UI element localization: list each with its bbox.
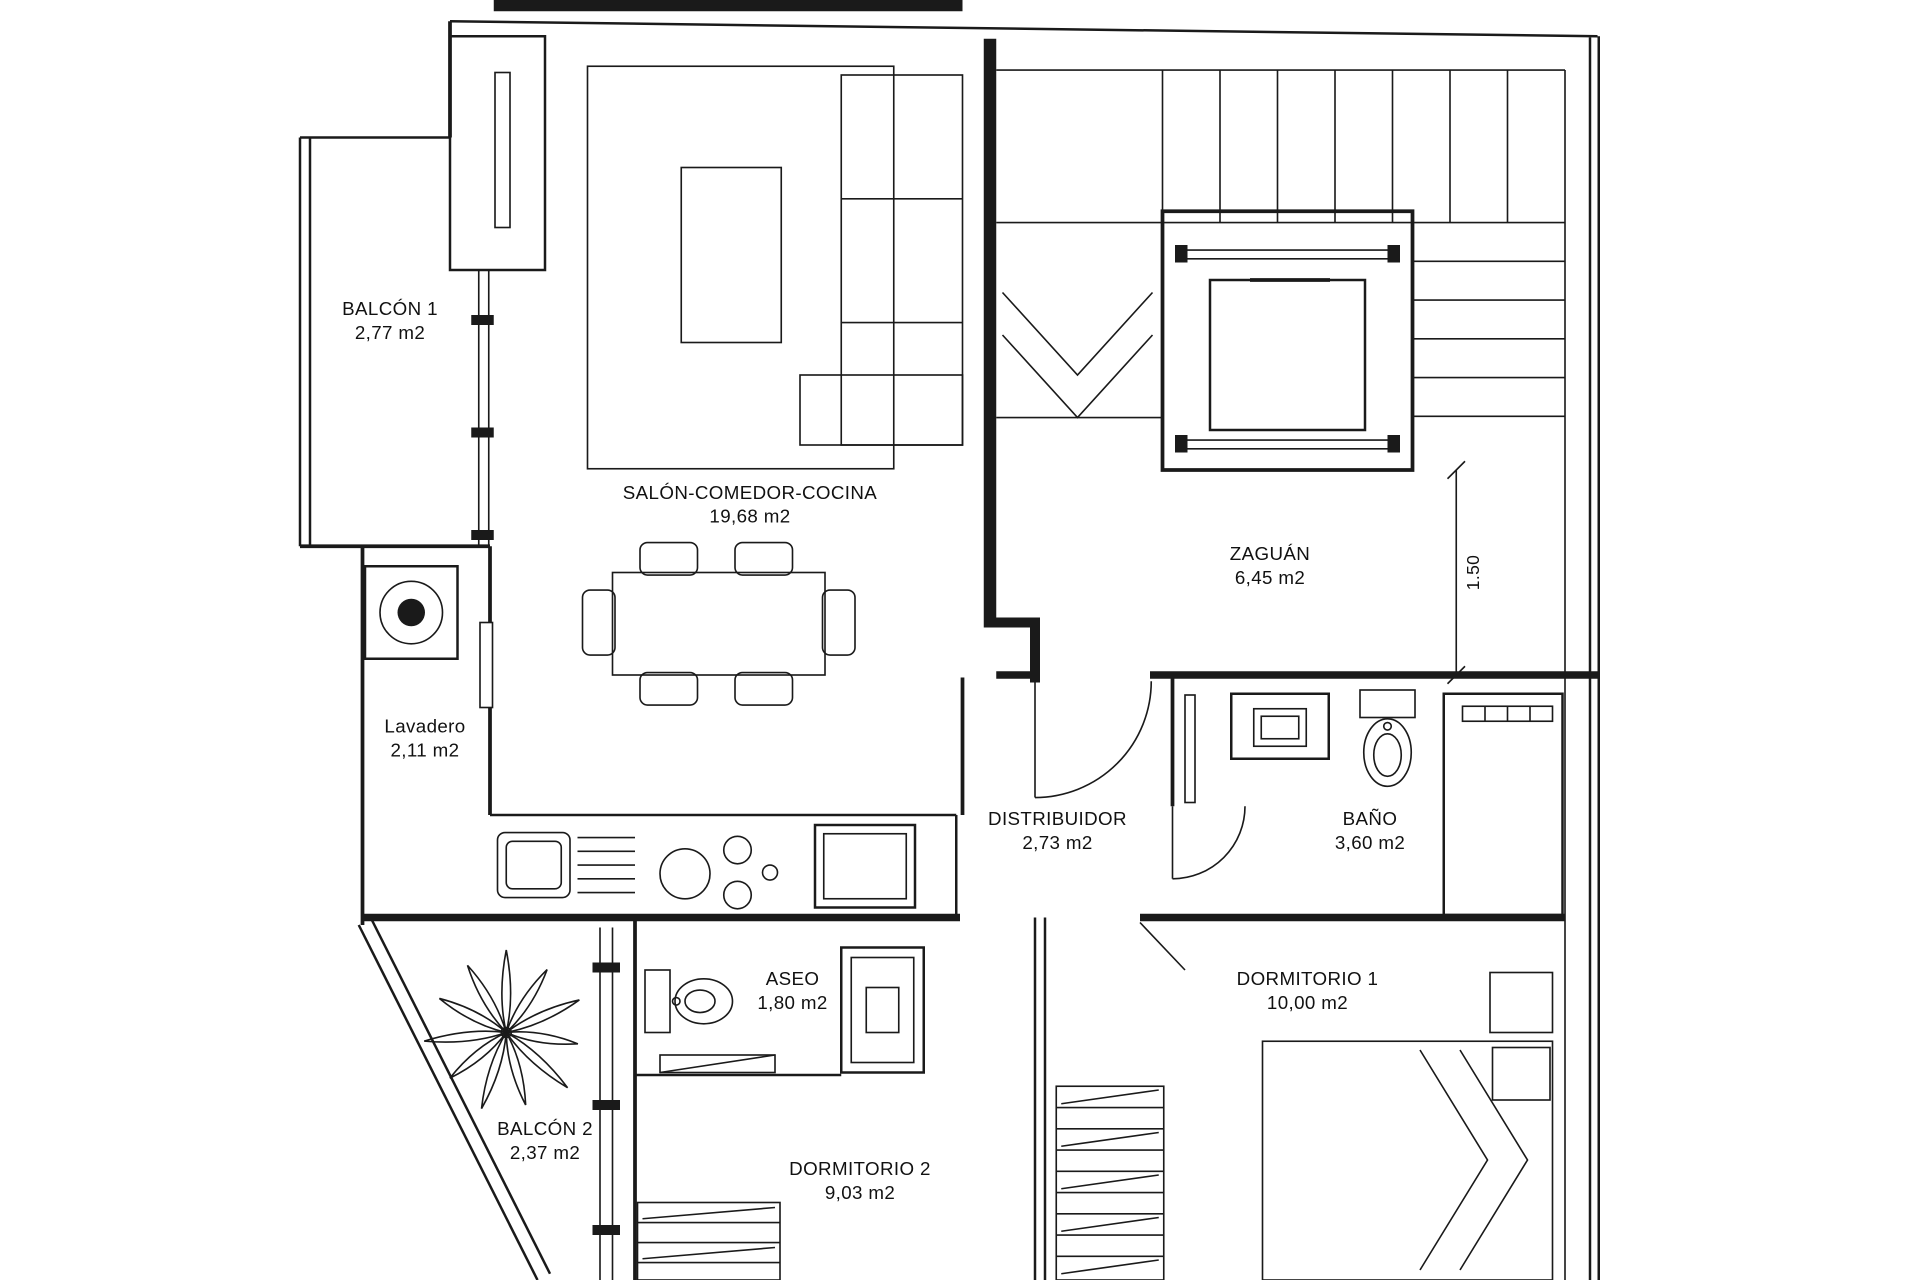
- toilet-bano: [1359, 689, 1416, 788]
- room-area-balcon2: 2,37 m2: [510, 1142, 580, 1163]
- washing-machine: [363, 565, 459, 660]
- sofa: [586, 65, 964, 470]
- kitchen-sink: [496, 831, 635, 899]
- room-label-balcon2: BALCÓN 2: [497, 1118, 593, 1139]
- bathroom-vanity: [1184, 692, 1330, 804]
- room-area-distribuidor: 2,73 m2: [1022, 832, 1092, 853]
- room-label-dormitorio1: DORMITORIO 1: [1237, 968, 1379, 989]
- toilet-aseo: [644, 969, 734, 1034]
- cooktop: [659, 835, 779, 910]
- shower-bano: [1442, 692, 1564, 917]
- dimension-line: [1446, 460, 1466, 685]
- door-zaguan-distribuidor: [1034, 681, 1153, 799]
- room-label-zaguan: ZAGUÁN: [1230, 543, 1310, 564]
- room-area-balcon1: 2,77 m2: [355, 322, 425, 343]
- room-area-dormitorio2: 9,03 m2: [825, 1182, 895, 1203]
- room-area-bano: 3,60 m2: [1335, 832, 1405, 853]
- balcon2-window-wall: [592, 927, 620, 1280]
- room-label-balcon1: BALCÓN 1: [342, 298, 438, 319]
- room-label-aseo: ASEO: [766, 968, 820, 989]
- plant: [423, 949, 580, 1109]
- room-label-lavadero: Lavadero: [384, 716, 465, 737]
- staircase: [996, 69, 1565, 419]
- room-label-dormitorio2: DORMITORIO 2: [789, 1158, 931, 1179]
- room-area-aseo: 1,80 m2: [757, 992, 827, 1013]
- room-label-bano: BAÑO: [1343, 808, 1398, 829]
- sliding-door-aseo: [659, 1054, 776, 1074]
- dining-table: [581, 541, 856, 706]
- elevator: [1160, 209, 1415, 472]
- room-area-dormitorio1: 10,00 m2: [1267, 992, 1348, 1013]
- room-area-lavadero: 2,11 m2: [391, 739, 460, 760]
- bed-dormitorio1: [1261, 971, 1554, 1280]
- balcon1-window-wall: [448, 35, 547, 547]
- dimension-text: 1.50: [1463, 555, 1483, 591]
- kitchen-counter: [490, 813, 958, 915]
- room-label-salon: SALÓN-COMEDOR-COCINA: [623, 482, 878, 503]
- room-label-distribuidor: DISTRIBUIDOR: [988, 808, 1127, 829]
- dresser-dormitorio2: [636, 1201, 781, 1280]
- internal-walls: [362, 38, 1599, 1280]
- room-area-zaguan: 6,45 m2: [1235, 567, 1305, 588]
- shower-aseo: [840, 946, 925, 1074]
- fridge: [813, 823, 917, 909]
- wardrobe-dormitorio1: [1055, 1085, 1165, 1280]
- room-area-salon: 19,68 m2: [709, 506, 790, 527]
- door-bano: [1171, 806, 1246, 880]
